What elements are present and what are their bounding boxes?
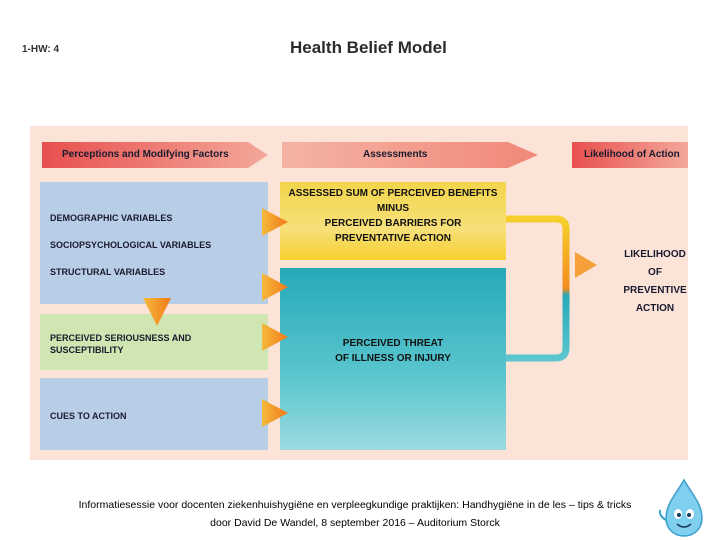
benefits-line4: PREVENTATIVE ACTION: [335, 233, 451, 244]
benefits-box: [280, 182, 506, 260]
arrow-to-threat-top: [262, 273, 288, 301]
likelihood-heading: Likelihood of Action: [584, 149, 680, 160]
threat-line2: OF ILLNESS OR INJURY: [335, 353, 451, 364]
likelihood-line3: PREVENTIVE: [623, 285, 687, 296]
sociopsychological-label: SOCIOPSYCHOLOGICAL VARIABLES: [50, 240, 212, 250]
threat-box: [280, 268, 506, 450]
water-drop-mascot-icon: [658, 478, 703, 537]
likelihood-line1: LIKELIHOOD: [624, 249, 686, 260]
arrow-down: [143, 298, 171, 326]
footer-line1: Informatiesessie voor docenten ziekenhui…: [78, 499, 632, 511]
likelihood-line4: ACTION: [635, 303, 675, 314]
cues-box: [40, 378, 268, 450]
structural-label: STRUCTURAL VARIABLES: [50, 267, 166, 277]
page-title: Health Belief Model: [290, 38, 447, 57]
seriousness-box: [40, 314, 268, 370]
footer-line2: door David De Wandel, 8 september 2016 –…: [210, 517, 500, 529]
benefits-line1: ASSESSED SUM OF PERCEIVED BENEFITS: [288, 188, 498, 199]
arrow-from-cues: [262, 399, 288, 427]
threat-text: PERCEIVED THREAT OF ILLNESS OR INJURY: [280, 336, 506, 366]
assessments-arrow: [282, 142, 538, 168]
likelihood-band: [572, 142, 688, 168]
likelihood-line2: OF: [648, 267, 662, 278]
seriousness-line2: SUSCEPTIBILITY: [50, 345, 124, 355]
perceptions-heading: Perceptions and Modifying Factors: [62, 149, 229, 160]
cues-label: CUES TO ACTION: [50, 411, 127, 421]
arrow-to-likelihood: [575, 252, 597, 278]
benefits-text: ASSESSED SUM OF PERCEIVED BENEFITS MINUS…: [280, 186, 506, 246]
connector-bracket: [506, 215, 570, 362]
arrow-from-seriousness: [262, 323, 288, 351]
assessments-heading: Assessments: [363, 149, 428, 160]
likelihood-text: LIKELIHOOD OF PREVENTIVE ACTION: [610, 246, 700, 318]
benefits-line2: MINUS: [376, 203, 410, 214]
seriousness-label: PERCEIVED SERIOUSNESS AND SUSCEPTIBILITY: [50, 332, 191, 356]
benefits-line3: PERCEIVED BARRIERS FOR: [324, 218, 462, 229]
footer-text: Informatiesessie voor docenten ziekenhui…: [40, 496, 670, 532]
header-arrows: [42, 142, 688, 168]
modifying-factors-box: [40, 182, 268, 304]
arrow-to-benefits: [262, 208, 288, 236]
seriousness-line1: PERCEIVED SERIOUSNESS AND: [50, 333, 192, 343]
threat-line1: PERCEIVED THREAT: [342, 338, 444, 349]
perceptions-arrow: [42, 142, 268, 168]
page-code: 1-HW: 4: [22, 44, 60, 55]
demographic-label: DEMOGRAPHIC VARIABLES: [50, 213, 173, 223]
